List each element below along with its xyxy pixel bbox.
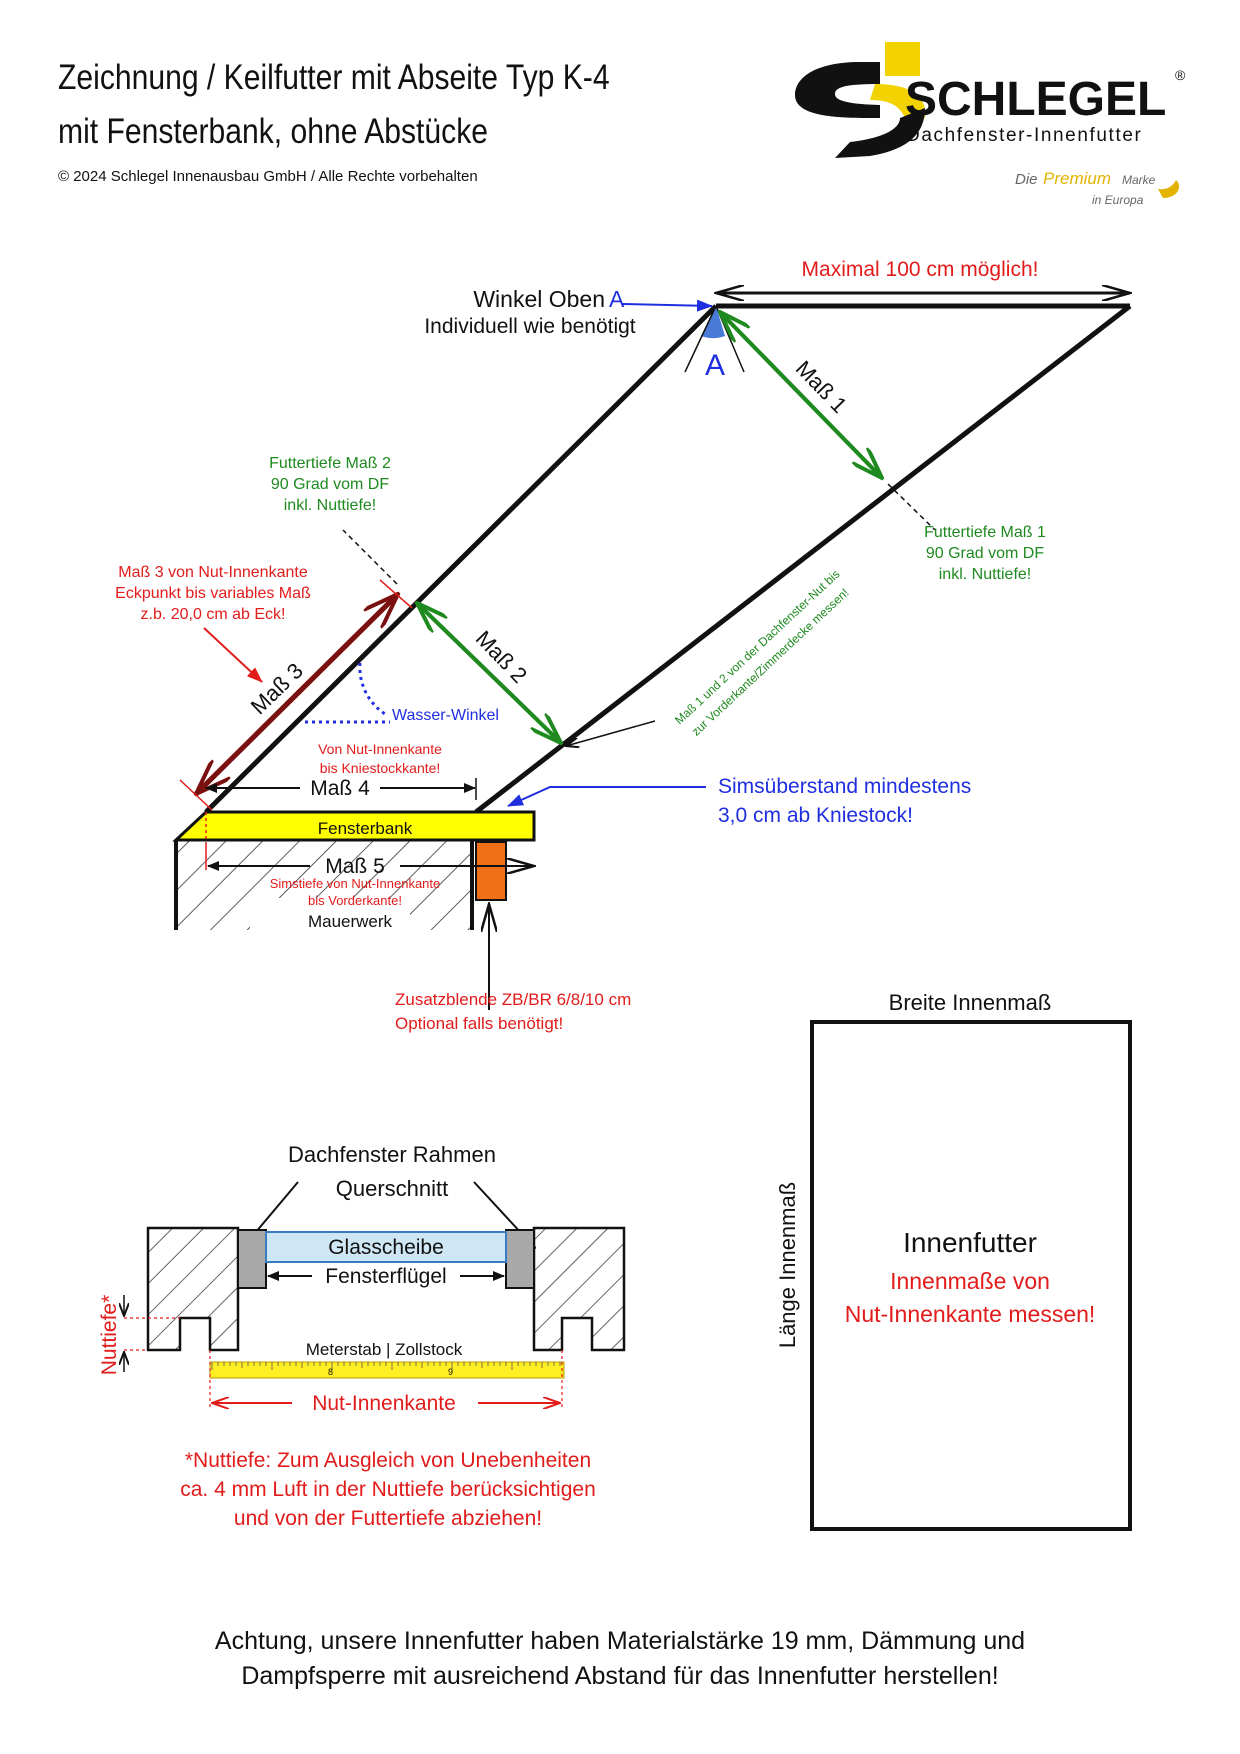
winkel-oben-pointer <box>622 299 713 312</box>
frame-profile-left <box>146 1226 240 1352</box>
ruler-ticks <box>211 1362 561 1370</box>
mass1-arrow-down <box>718 310 882 478</box>
winkel-oben-label: Winkel Oben <box>473 286 605 312</box>
winkel-individuell-label: Individuell wie benötigt <box>424 315 635 338</box>
nuttiefe-note-line1: *Nuttiefe: Zum Ausgleich von Unebenheite… <box>185 1449 591 1472</box>
logo-brand: SCHLEGEL <box>905 73 1166 126</box>
schlegel-logo: SCHLEGEL ® Dachfenster-Innenfutter Die P… <box>795 42 1186 207</box>
page-title-line1: Zeichnung / Keilfutter mit Abseite Typ K… <box>58 58 610 97</box>
cross-section-title-line2: Querschnitt <box>336 1176 449 1201</box>
angle-a-letter: A <box>705 349 725 382</box>
ruler <box>209 1361 565 1379</box>
mass3-note-line2: Eckpunkt bis variables Maß <box>115 585 311 602</box>
futtertiefe2-line2: 90 Grad vom DF <box>271 476 389 493</box>
mass3-label: Maß 3 <box>246 658 308 719</box>
diagonal-note-line2: zur Vorderkante/Zimmerdecke messen! <box>689 586 852 739</box>
glass-pane <box>265 1231 507 1263</box>
page-title-line2: mit Fensterbank, ohne Abstücke <box>58 112 488 151</box>
zusatzblende-block <box>475 841 507 901</box>
mass1-label: Maß 1 <box>791 356 852 418</box>
diagonal-note-line1: Maß 1 und 2 von der Dachfenster-Nut bis <box>672 567 843 727</box>
mass3-tick-top <box>379 579 413 609</box>
futtertiefe1-note: Futtertiefe Maß 1 90 Grad vom DF inkl. N… <box>924 524 1046 583</box>
futtertiefe2-note: Futtertiefe Maß 2 90 Grad vom DF inkl. N… <box>269 455 391 514</box>
ruler-mark-8: 8 <box>328 1367 333 1377</box>
mauerwerk-label-bg <box>250 898 410 932</box>
kniestock-note-line1: Von Nut-Innenkante <box>318 741 442 757</box>
copyright-text: © 2024 Schlegel Innenausbau GmbH / Alle … <box>58 168 478 185</box>
kniestock-note-line2: bis Kniestockkante! <box>320 760 441 776</box>
futtertiefe2-line1: Futtertiefe Maß 2 <box>269 455 391 472</box>
logo-registered: ® <box>1175 67 1186 83</box>
zusatz-note-line2: Optional falls benötigt! <box>395 1014 563 1033</box>
winkel-oben-letter: A <box>609 286 625 312</box>
innenfutter-note-line2: Nut-Innenkante messen! <box>845 1301 1096 1327</box>
cross-section-title-line1: Dachfenster Rahmen <box>288 1142 496 1167</box>
angle-a-leg-left <box>684 305 717 373</box>
nut-innenkante-label: Nut-Innenkante <box>312 1392 456 1415</box>
logo-mark-icon <box>795 42 925 158</box>
logo-swoosh-icon <box>1158 180 1180 198</box>
mass3-note: Maß 3 von Nut-Innenkante Eckpunkt bis va… <box>115 564 311 623</box>
innenfutter-rect <box>810 1020 1132 1531</box>
wasser-winkel-label: Wasser-Winkel <box>392 707 499 724</box>
nuttiefe-label: Nuttiefe* <box>98 1295 121 1376</box>
nuttiefe-note-line3: und von der Futtertiefe abziehen! <box>234 1507 542 1530</box>
futtertiefe1-line3: inkl. Nuttiefe! <box>939 566 1031 583</box>
mauerwerk-label: Mauerwerk <box>308 912 393 931</box>
logo-slogan-die: Die <box>1015 171 1038 188</box>
mass3-note-line3: z.b. 20,0 cm ab Eck! <box>141 606 286 623</box>
frame-profile-right <box>532 1226 626 1352</box>
logo-slogan-europa: in Europa <box>1092 193 1144 207</box>
zusatz-note-line1: Zusatzblende ZB/BR 6/8/10 cm <box>395 990 631 1009</box>
innenfutter-label: Innenfutter <box>903 1227 1037 1258</box>
nuttiefe-note-line2: ca. 4 mm Luft in der Nuttiefe berücksich… <box>180 1478 596 1501</box>
footer-line1: Achtung, unsere Innenfutter haben Materi… <box>214 1627 1026 1655</box>
mass3-arrow-down <box>196 592 400 794</box>
futtertiefe1-line1: Futtertiefe Maß 1 <box>924 524 1046 541</box>
breite-label: Breite Innenmaß <box>889 990 1052 1015</box>
fensterbank-sill <box>172 810 536 842</box>
simstiefe-note-line1: Simstiefe von Nut-Innenkante <box>270 876 441 891</box>
futtertiefe2-line3: inkl. Nuttiefe! <box>284 497 376 514</box>
mass1-extension <box>887 483 936 531</box>
glas-label: Glasscheibe <box>328 1236 444 1259</box>
logo-subtitle: Dachfenster-Innenfutter <box>906 125 1142 146</box>
simstiefe-note-line2: bis Vorderkante! <box>308 893 402 908</box>
mass3-note-pointer <box>203 627 263 683</box>
mass2-extension <box>342 529 398 585</box>
footer-line2: Dampfsperre mit ausreichend Abstand für … <box>241 1662 999 1690</box>
logo-slogan-premium: Premium <box>1043 169 1111 188</box>
max-width-label: Maximal 100 cm möglich! <box>802 258 1039 281</box>
sash-right <box>505 1229 535 1289</box>
mass4-label: Maß 4 <box>310 777 370 800</box>
sims-note-line2: 3,0 cm ab Kniestock! <box>718 804 913 827</box>
innenfutter-note-line1: Innenmaße von <box>890 1268 1050 1294</box>
mass3-tick <box>179 779 213 811</box>
diagonal-note-pointer <box>566 720 656 746</box>
meterstab-label: Meterstab | Zollstock <box>306 1340 463 1359</box>
ruler-mark-9: 9 <box>448 1367 453 1377</box>
mass3-note-line1: Maß 3 von Nut-Innenkante <box>118 564 308 581</box>
wedge-outline <box>204 303 1132 814</box>
sims-note-line1: Simsüberstand mindestens <box>718 775 971 798</box>
fensterbank-label: Fensterbank <box>318 819 413 838</box>
mass2-arrow-down <box>415 601 561 743</box>
mass2-label: Maß 2 <box>471 626 532 688</box>
laenge-label: Länge Innenmaß <box>775 1182 800 1348</box>
sash-left <box>237 1229 267 1289</box>
sims-note-pointer <box>507 786 706 807</box>
fluegel-label: Fensterflügel <box>325 1265 446 1288</box>
wasser-winkel-arc <box>358 662 386 716</box>
logo-slogan-marke: Marke <box>1122 173 1156 187</box>
futtertiefe1-line2: 90 Grad vom DF <box>926 545 1044 562</box>
mass5-label: Maß 5 <box>325 855 385 878</box>
